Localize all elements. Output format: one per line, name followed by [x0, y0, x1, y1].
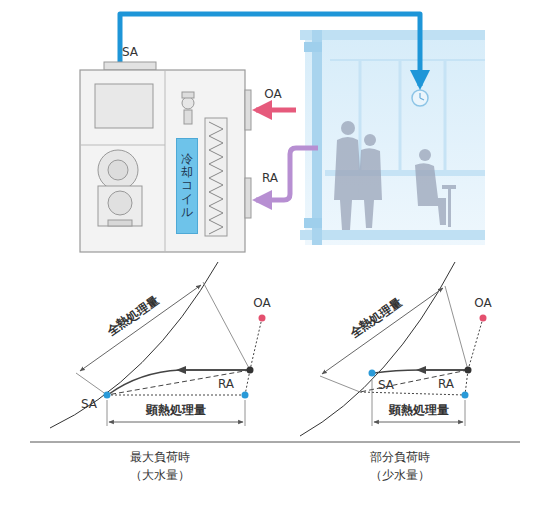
rect-shape: [442, 185, 456, 189]
line-shape: [107, 395, 245, 396]
circle-shape: [182, 97, 194, 109]
people: [334, 121, 456, 230]
rect-shape: [304, 218, 322, 228]
line-shape: [322, 288, 443, 374]
rect-shape: [245, 178, 251, 218]
rect-shape: [305, 30, 485, 245]
circle-shape: [341, 121, 355, 135]
circle-shape: [465, 367, 472, 374]
line-shape: [165, 70, 166, 252]
ra-label: RA: [262, 171, 278, 185]
circle-shape: [480, 315, 487, 322]
path-shape: [418, 369, 468, 371]
path-shape: [178, 369, 250, 371]
circle-shape: [259, 315, 266, 322]
rect-shape: [300, 230, 485, 240]
air-handling-unit: [80, 62, 251, 252]
oa-label: OA: [264, 87, 281, 101]
path-shape: [334, 137, 362, 230]
circle-shape: [364, 134, 376, 146]
circle-shape: [242, 392, 249, 399]
line-shape: [250, 318, 262, 370]
sa-label: SA: [122, 45, 138, 59]
circle-shape: [369, 370, 376, 377]
line-shape: [360, 370, 468, 392]
oa-arrow: [256, 108, 296, 113]
line-shape: [245, 400, 246, 426]
oa-point-label: OA: [474, 296, 491, 310]
rect-shape: [182, 92, 194, 98]
rect-shape: [448, 189, 451, 227]
rect-shape: [312, 30, 322, 245]
rect-shape: [80, 70, 245, 252]
circle-shape: [247, 367, 254, 374]
line-shape: [80, 285, 201, 371]
sa-point-label: SA: [81, 397, 97, 411]
line-shape: [444, 60, 447, 170]
path-shape: [415, 163, 446, 225]
path-shape: [420, 93, 424, 100]
line-shape: [245, 370, 250, 395]
path-shape: [358, 148, 382, 228]
circle-shape: [108, 160, 128, 180]
ra-arrow: [256, 148, 318, 200]
line-shape: [360, 392, 465, 395]
line-shape: [107, 400, 108, 426]
sensible-heat-label: 顕熱処理量: [389, 403, 449, 417]
line-shape: [107, 370, 250, 395]
building: [300, 30, 485, 245]
rect-shape: [184, 110, 192, 124]
line-shape: [399, 60, 402, 170]
circle-shape: [104, 392, 111, 399]
cooling-coil: 冷却コイル: [176, 138, 198, 234]
line-shape: [465, 400, 466, 426]
line-shape: [76, 373, 107, 395]
rect-shape: [104, 62, 156, 70]
line-shape: [372, 380, 373, 426]
ra-point-label: RA: [438, 377, 454, 391]
rect-shape: [108, 220, 132, 226]
line-shape: [109, 422, 243, 423]
baseline: [30, 442, 520, 443]
caption: 部分負荷時 （少水量）: [365, 448, 435, 484]
rect-shape: [95, 84, 153, 128]
psychrometric-chart-max: [50, 262, 266, 428]
rect-shape: [245, 90, 251, 130]
total-heat-label: 全熱処理量: [346, 294, 407, 342]
rect-shape: [300, 30, 485, 40]
rect-shape: [304, 42, 322, 52]
total-heat-label: 全熱処理量: [103, 292, 164, 340]
rect-shape: [205, 118, 227, 236]
circle-shape: [412, 90, 428, 106]
line-shape: [445, 286, 468, 370]
path-shape: [209, 122, 223, 234]
line-shape: [465, 370, 468, 395]
path-shape: [374, 370, 468, 373]
oa-point-label: OA: [253, 296, 270, 310]
sensible-heat-label: 顕熱処理量: [146, 403, 206, 417]
line-shape: [80, 145, 165, 146]
circle-shape: [108, 191, 132, 215]
line-shape: [330, 59, 485, 61]
line-shape: [468, 318, 483, 370]
ra-point-label: RA: [218, 377, 234, 391]
path-shape: [50, 262, 218, 428]
path-shape: [300, 262, 455, 436]
psychrometric-chart-partial: [300, 262, 487, 436]
circle-shape: [462, 392, 469, 399]
caption: 最大負荷時 （大水量）: [125, 448, 195, 484]
path-shape: [109, 370, 250, 394]
circle-shape: [419, 149, 431, 161]
line-shape: [320, 376, 360, 392]
circle-shape: [98, 150, 138, 190]
line-shape: [374, 422, 463, 423]
sa-point-label: SA: [378, 378, 394, 392]
rect-shape: [98, 186, 142, 226]
line-shape: [203, 282, 250, 370]
coil-label: 冷却コイル: [181, 153, 193, 219]
